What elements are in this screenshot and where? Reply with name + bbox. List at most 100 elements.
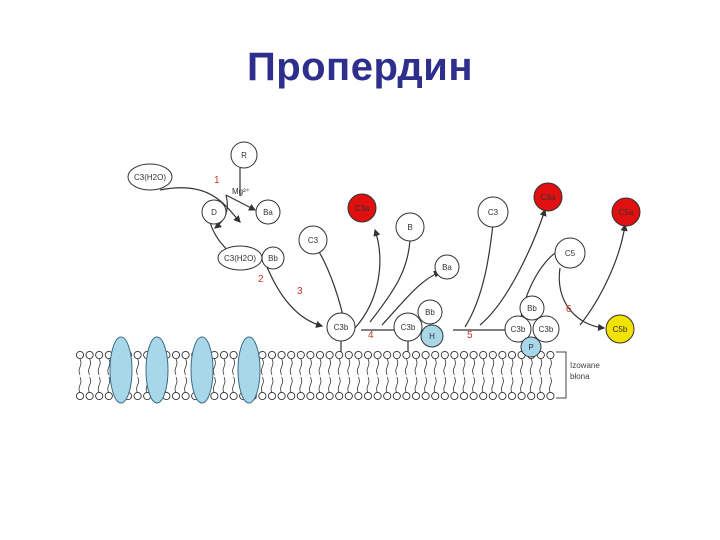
lipid-head [507,391,517,401]
svg-text:C3: C3 [488,208,499,217]
lipid-head [440,350,449,360]
svg-text:C5: C5 [565,249,576,258]
lipid-head [258,391,267,401]
lipid-head [411,391,421,401]
svg-text:C3b: C3b [334,323,349,332]
lipid-head [411,350,421,360]
lipid-head [133,391,142,401]
svg-text:C3b: C3b [401,323,416,332]
node-C5a-red: C5a [611,197,641,227]
lipid-head [402,391,411,401]
svg-text:Ba: Ba [263,208,273,217]
step-6: 6 [566,304,572,315]
lipid-head [296,350,305,360]
lipid-tail [88,358,91,394]
lipid-tail [107,358,111,394]
lipid-tail [347,358,351,394]
lipid-tail [520,358,523,394]
lipid-head [296,391,305,401]
step-5: 5 [467,330,473,341]
svg-text:Bb: Bb [268,254,278,263]
lipid-head [277,391,286,401]
lipid-head [171,391,181,401]
svg-text:H: H [429,332,435,341]
lipid-head [517,391,526,401]
node-C3-left: C3 [298,225,328,255]
svg-text:R: R [241,151,247,160]
lipid-tail [174,358,178,394]
lipid-head [527,391,536,401]
node-C3bBb-H: Bb C3b H [393,299,444,348]
lipid-head [229,350,238,360]
lipid-tail [510,358,514,394]
lipid-head [450,391,459,401]
lipid-head [85,391,94,401]
lipid-head [95,350,104,360]
lipid-head [325,391,334,401]
lipid-tail [424,358,427,394]
membrane-label-line1: Izowane [570,361,600,370]
lipid-head [181,350,190,360]
lipid-tail [270,358,274,394]
lipid-tail [78,358,82,394]
node-C3a-red-2: C3a [533,182,563,212]
lipid-head [354,350,363,360]
svg-text:Bb: Bb [425,308,435,317]
lipid-tail [261,358,264,394]
svg-text:Bb: Bb [527,304,537,313]
lipid-head [431,350,440,360]
lipid-head [287,391,296,401]
membrane-bracket [556,351,567,399]
lipid-tail [529,358,533,394]
svg-text:C5b: C5b [613,325,628,334]
node-Ba-2: Ba [434,254,460,280]
lipid-tail [97,358,101,394]
lipid-tail [289,358,293,394]
lipid-head [488,391,497,401]
lipid-head [421,391,430,401]
lipid-tail [481,358,485,394]
node-D: D [201,199,227,225]
svg-text:C3b: C3b [539,325,554,334]
lipid-head [421,350,430,360]
node-C3H2O-top: C3(H2O) [127,163,173,191]
lipid-tail [539,358,543,394]
lipid-tail [405,358,408,394]
svg-text:D: D [211,208,217,217]
lipid-head [267,350,277,360]
svg-text:C3(H2O): C3(H2O) [134,173,166,182]
lipid-head [325,350,334,360]
svg-text:C3a: C3a [541,193,556,202]
svg-text:C3: C3 [308,236,319,245]
svg-text:Ba: Ba [442,263,452,272]
lipid-tail [501,358,504,394]
lipid-head [287,350,296,360]
lipid-head [469,350,478,360]
lipid-tail [472,358,475,394]
label-mg2: Mg²⁺ [232,187,250,196]
lipid-head [363,350,373,360]
lipid-head [450,350,459,360]
lipid-tail [328,358,331,394]
node-convertase-C5: Bb C3b C3b P [504,295,560,358]
lipid-head [306,350,315,360]
lipid-tail [280,358,283,394]
lipid-head [75,350,85,360]
lipid-tail [136,358,139,394]
lipid-head [392,350,401,360]
lipid-tail [443,358,447,394]
lipid-head [315,391,325,401]
lipid-head [373,350,382,360]
lipid-head [344,391,353,401]
node-C3b-1: C3b [326,312,356,342]
lipid-head [459,391,469,401]
lipid-head [479,350,488,360]
lipid-tail [395,358,399,394]
lipid-head [229,391,238,401]
node-B: B [395,212,425,242]
svg-text:P: P [528,343,533,352]
lipid-head [459,350,469,360]
lipid-tail [309,358,312,394]
page-title: Пропердин [246,45,474,89]
